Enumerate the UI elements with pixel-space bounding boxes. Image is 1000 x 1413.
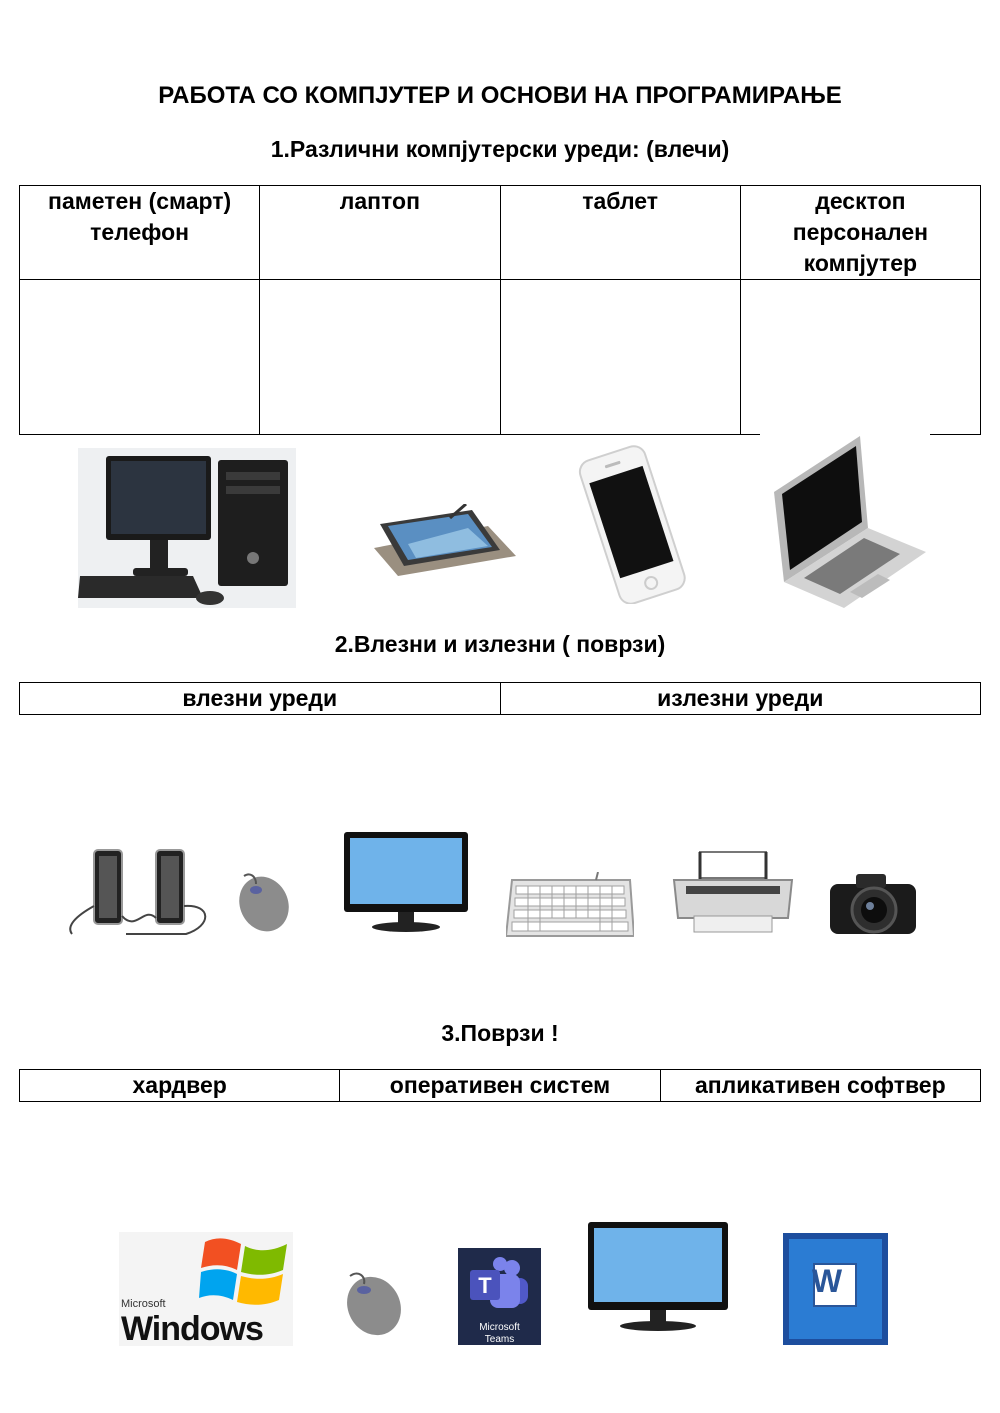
laptop-icon[interactable] xyxy=(760,432,930,608)
section-2-heading: 2.Влезни и излезни ( поврзи) xyxy=(334,631,666,657)
monitor-icon[interactable] xyxy=(342,830,470,932)
desktop-computer-icon[interactable] xyxy=(78,448,296,608)
column-header-laptop: лаптоп xyxy=(259,185,501,280)
teams-label-top: Microsoft xyxy=(479,1322,520,1333)
teams-label-bottom: Teams xyxy=(484,1334,515,1345)
column-header-input-devices: влезни уреди xyxy=(19,682,501,715)
drop-zone-laptop[interactable] xyxy=(259,279,501,435)
word-letter: W xyxy=(811,1263,843,1299)
smartphone-icon[interactable] xyxy=(576,444,688,604)
svg-text:T: T xyxy=(478,1273,492,1298)
device-sort-table: паметен (смарт) телефон лаптоп таблет де… xyxy=(18,185,982,435)
tablet-icon[interactable] xyxy=(368,504,518,576)
section-3-heading: 3.Поврзи ! xyxy=(441,1020,559,1046)
printer-icon[interactable] xyxy=(670,850,796,936)
software-hardware-table: хардвер оперативен систем апликативен со… xyxy=(18,1069,982,1102)
teams-logo-icon: T xyxy=(470,1257,528,1308)
column-header-operating-system: оперативен систем xyxy=(339,1069,661,1102)
speakers-icon[interactable] xyxy=(66,846,214,940)
column-header-hardware: хардвер xyxy=(18,1069,341,1102)
section-1-heading: 1.Различни компјутерски уреди: (влечи) xyxy=(270,136,730,162)
windows-logo-icon[interactable]: Microsoft Windows xyxy=(119,1232,293,1348)
camera-icon[interactable] xyxy=(826,868,920,938)
drop-zone-tablet[interactable] xyxy=(499,279,741,435)
page-title: РАБОТА СО КОМПЈУТЕР И ОСНОВИ НА ПРОГРАМИ… xyxy=(158,82,842,109)
column-header-tablet: таблет xyxy=(499,185,741,280)
column-header-desktop: десктоп персонален компјутер xyxy=(739,185,982,280)
keyboard-icon[interactable] xyxy=(506,872,634,940)
column-header-output-devices: излезни уреди xyxy=(499,682,981,715)
column-header-smartphone: паметен (смарт) телефон xyxy=(18,185,261,280)
drop-zone-smartphone[interactable] xyxy=(18,279,261,435)
windows-flag-icon xyxy=(199,1238,287,1305)
mouse-icon[interactable] xyxy=(234,870,294,934)
teams-app-icon[interactable]: T Microsoft Teams xyxy=(458,1248,541,1345)
windows-brand-text: Microsoft xyxy=(121,1298,166,1310)
drop-zone-desktop[interactable] xyxy=(739,279,982,435)
word-app-icon[interactable]: W xyxy=(783,1233,888,1345)
windows-name-text: Windows xyxy=(121,1310,264,1348)
monitor-icon[interactable] xyxy=(586,1220,730,1332)
column-header-application-software: апликативен софтвер xyxy=(659,1069,982,1102)
mouse-icon[interactable] xyxy=(340,1268,408,1338)
input-output-table: влезни уреди излезни уреди xyxy=(19,682,981,715)
